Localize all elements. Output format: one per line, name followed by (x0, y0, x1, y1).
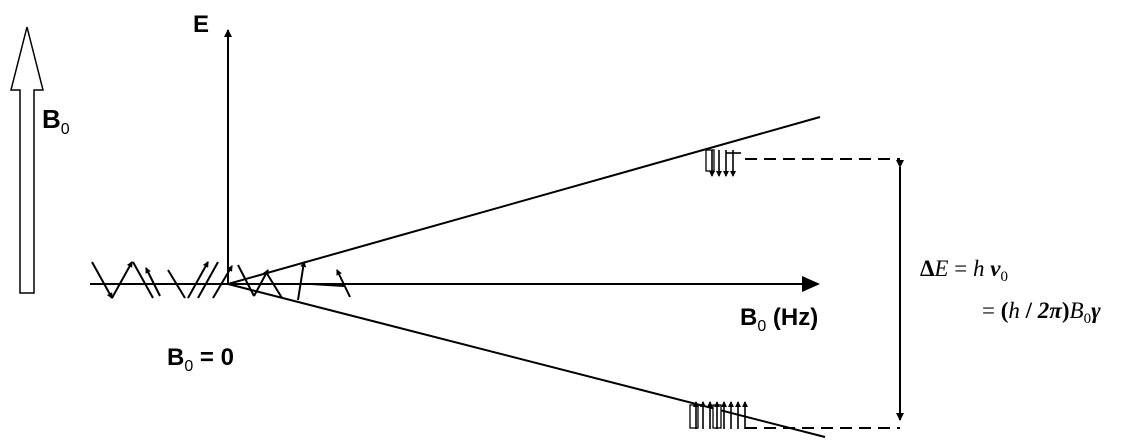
energy-axis-label: E (193, 11, 209, 38)
upper-level-spin-population (705, 149, 741, 177)
energy-gap-equation-line1: ΔE = h ν0 (920, 256, 1008, 285)
field-arrow-label: B0 (42, 104, 70, 138)
upper-energy-level (227, 116, 821, 285)
partially-aligned-spins (237, 261, 351, 301)
zero-field-label: B0 = 0 (167, 344, 234, 375)
lower-energy-level (227, 283, 826, 438)
field-direction-arrow (10, 26, 44, 294)
energy-gap-equation-line2: = (h / 2π)B0γ (982, 298, 1101, 327)
field-axis-label: B0 (Hz) (740, 304, 818, 335)
lower-level-spin-population (689, 401, 748, 429)
random-spin-orientations (91, 261, 233, 299)
